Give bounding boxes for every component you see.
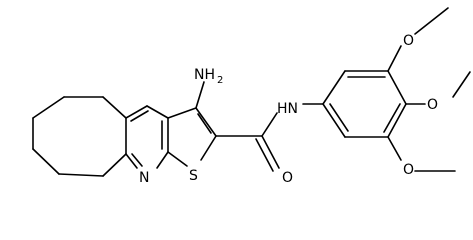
methoxy-bottom	[387, 136, 456, 172]
methoxy-middle-oxygen-label: O	[427, 97, 438, 113]
pyridine-ring	[125, 105, 169, 169]
phenyl-ring	[322, 70, 407, 138]
pyridine-nitrogen-label: N	[139, 170, 149, 186]
methoxy-bottom-oxygen-label: O	[403, 162, 414, 178]
amino-bond	[195, 81, 205, 109]
structure-canvas: NH 2 HN O N S O O O	[32, 7, 471, 186]
atom-label-amino: NH 2	[194, 67, 223, 86]
amino-nitrogen-label: NH	[194, 67, 215, 83]
amino-subscript: 2	[217, 75, 223, 86]
methoxy-middle	[405, 71, 471, 105]
methoxy-top	[387, 7, 449, 72]
thiophene-ring	[167, 107, 217, 167]
methoxy-top-oxygen-label: O	[403, 33, 414, 49]
carbonyl-oxygen-label: O	[282, 170, 293, 186]
amide-nitrogen-label: HN	[277, 101, 298, 117]
cyclooctane-ring	[32, 96, 127, 177]
chemical-structure-drawing: NH 2 HN O N S O O O	[32, 7, 471, 186]
amide-group	[215, 103, 324, 172]
thiophene-sulfur-label: S	[189, 168, 198, 184]
